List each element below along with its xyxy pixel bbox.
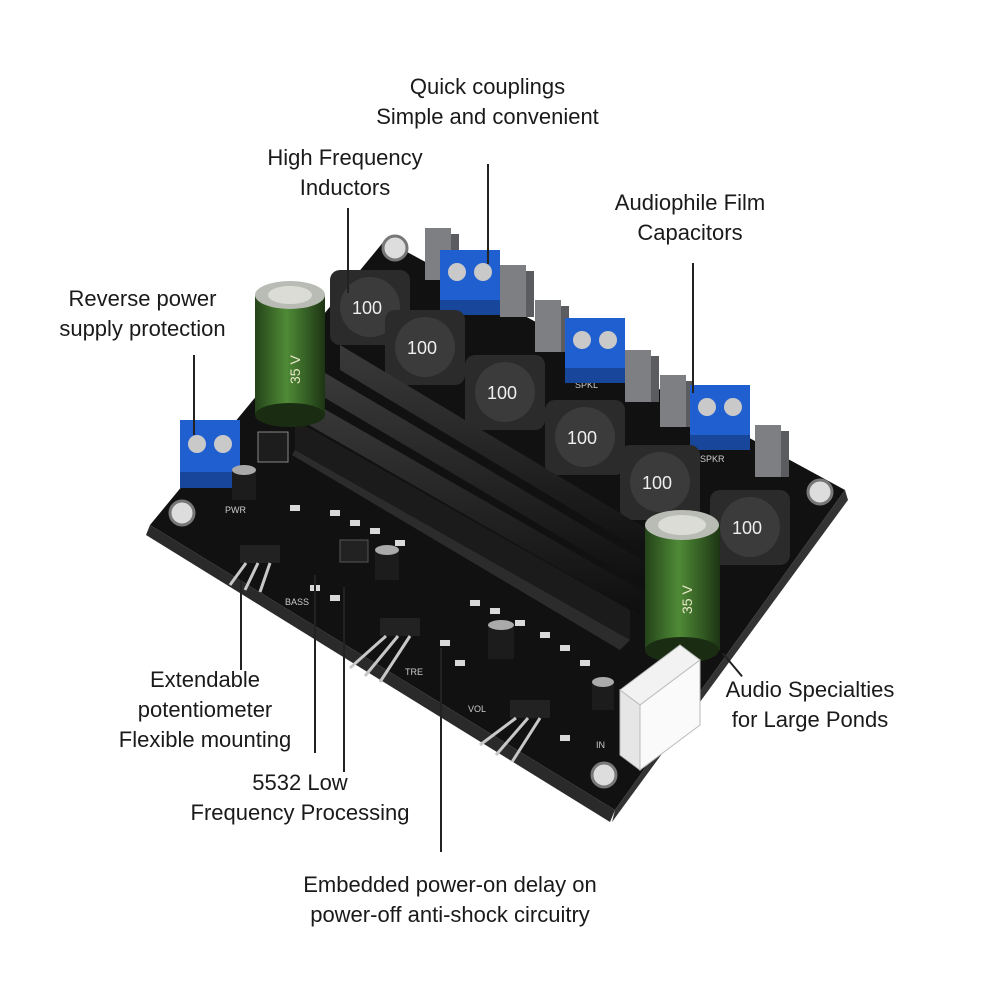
capacitor-left: 35 V (255, 281, 325, 427)
label-tre: TRE (405, 667, 423, 677)
callout-quick-couplings: Quick couplings Simple and convenient (350, 72, 625, 132)
callout-text: Simple and convenient (376, 104, 599, 129)
terminal-spkl (565, 318, 625, 383)
svg-text:100: 100 (487, 383, 517, 403)
smd-components (290, 505, 590, 741)
leader-quick-couplings (487, 164, 489, 264)
svg-text:100: 100 (407, 338, 437, 358)
input-connector (619, 644, 701, 771)
small-capacitors (232, 465, 614, 710)
callout-text: for Large Ponds (731, 707, 889, 732)
label-vol: VOL (468, 704, 486, 714)
callout-text: Embedded power-on delay on (303, 872, 597, 897)
leader-power-delay (440, 648, 442, 852)
leader-reverse-power (193, 355, 195, 435)
svg-text:100: 100 (732, 518, 762, 538)
leader-low-freq (343, 587, 345, 772)
label-spkr: SPKR (700, 454, 725, 464)
leader-potentiometer-2 (314, 575, 316, 753)
callout-film-capacitors: Audiophile Film Capacitors (590, 188, 790, 248)
callout-high-frequency-inductors: High Frequency Inductors (240, 143, 450, 203)
callout-text: potentiometer (137, 697, 273, 722)
svg-text:100: 100 (642, 473, 672, 493)
svg-text:35 V: 35 V (287, 355, 303, 384)
label-pwr: PWR (225, 505, 246, 515)
callout-text: Quick couplings (409, 74, 566, 99)
leader-inductors (347, 208, 349, 293)
callout-text: Inductors (299, 175, 391, 200)
pin-headers (228, 545, 550, 763)
callout-text: Flexible mounting (118, 727, 292, 752)
callout-text: Capacitors (637, 220, 743, 245)
label-bass: BASS (285, 597, 309, 607)
svg-text:35 V: 35 V (679, 585, 695, 614)
callout-text: power-off anti-shock circuitry (310, 902, 590, 927)
heatsink (292, 345, 665, 650)
leader-film-capacitors (692, 263, 694, 393)
callout-text: High Frequency (267, 145, 423, 170)
callout-text: supply protection (59, 316, 226, 341)
callout-audio-specialties: Audio Specialties for Large Ponds (705, 675, 915, 735)
leader-potentiometer-1 (240, 580, 242, 670)
callout-reverse-power: Reverse power supply protection (40, 284, 245, 344)
terminal-power (180, 420, 240, 488)
inductors: 100 100 100 100 100 100 (330, 270, 790, 565)
callout-potentiometer: Extendable potentiometer Flexible mounti… (95, 665, 315, 755)
label-in: IN (596, 740, 605, 750)
header-vol (479, 700, 550, 763)
callout-text: Reverse power (68, 286, 217, 311)
callout-power-delay: Embedded power-on delay on power-off ant… (270, 870, 630, 930)
capacitor-right: 35 V (645, 510, 720, 663)
protection-diode (257, 431, 289, 463)
callout-text: 5532 Low (252, 770, 348, 795)
screw-terminals (180, 250, 750, 488)
callout-text: Extendable (149, 667, 261, 692)
label-spkl: SPKL (575, 380, 598, 390)
svg-text:100: 100 (567, 428, 597, 448)
terminal-spkr (690, 385, 750, 450)
header-bass (228, 545, 280, 593)
large-capacitors: 35 V 35 V (255, 281, 720, 663)
svg-text:100: 100 (352, 298, 382, 318)
callout-text: Frequency Processing (190, 800, 410, 825)
terminal-top (440, 250, 500, 315)
silkscreen-labels: PWR BASS TRE VOL IN SPKL SPKR (225, 380, 725, 750)
callout-text: Audio Specialties (725, 677, 895, 702)
callout-low-frequency: 5532 Low Frequency Processing (160, 768, 440, 828)
callout-text: Audiophile Film (614, 190, 766, 215)
mounting-holes (168, 234, 834, 789)
header-tre (349, 618, 420, 683)
